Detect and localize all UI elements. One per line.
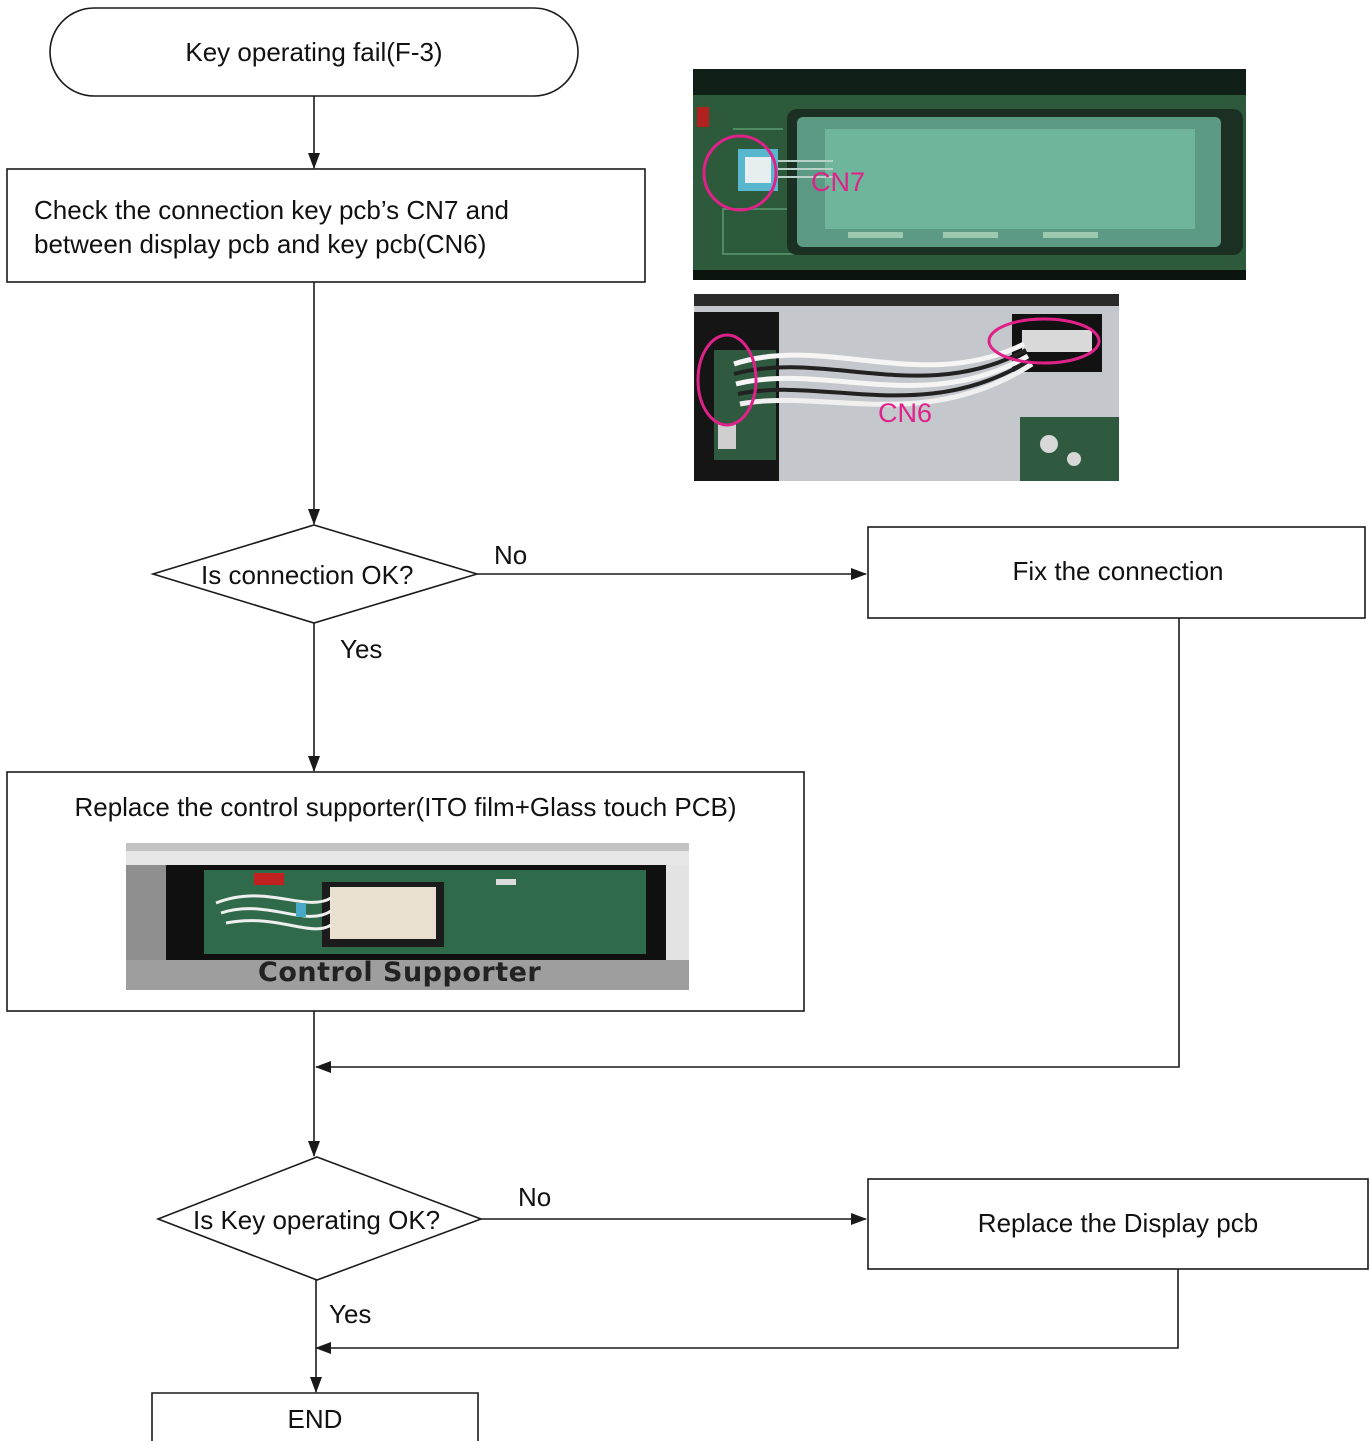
check-step-line2: between display pcb and key pcb(CN6)	[34, 229, 487, 259]
connector-fix-return	[315, 618, 1180, 1073]
decision1-question: Is connection OK?	[201, 560, 414, 590]
decision2-question: Is Key operating OK?	[193, 1205, 441, 1235]
display-pcb-cn6-illustration	[694, 294, 1119, 481]
display-pcb-cn6-photo: CN6	[694, 294, 1119, 481]
display-step-label: Replace the Display pcb	[977, 1208, 1259, 1238]
cn7-callout: CN7	[811, 167, 866, 197]
key-pcb-cn7-illustration	[693, 69, 1246, 280]
decision2-no-label: No	[518, 1182, 552, 1212]
fix-step-label: Fix the connection	[1012, 556, 1224, 586]
decision1-no-label: No	[494, 540, 528, 570]
decision2-diamond	[155, 1156, 484, 1281]
control-supporter-illustration	[126, 843, 689, 990]
key-pcb-cn7-photo: CN7	[693, 69, 1246, 280]
cn6-callout: CN6	[878, 398, 933, 428]
replace-step-label: Replace the control supporter(ITO film+G…	[74, 792, 737, 822]
start-label: Key operating fail(F-3)	[185, 37, 443, 67]
fix-connection-box	[867, 526, 1366, 619]
replace-display-box	[867, 1178, 1369, 1270]
decision2-yes-label: Yes	[329, 1299, 372, 1329]
end-label: END	[287, 1404, 343, 1434]
end-box	[151, 1392, 479, 1441]
check-connection-box	[6, 168, 646, 283]
decision1-yes-label: Yes	[340, 634, 383, 664]
check-step-line1: Check the connection key pcb’s CN7 and	[34, 195, 510, 225]
control-supporter-photo: Control Supporter	[126, 843, 689, 990]
connector-display-return	[315, 1269, 1179, 1354]
control-supporter-caption: Control Supporter	[258, 957, 542, 988]
